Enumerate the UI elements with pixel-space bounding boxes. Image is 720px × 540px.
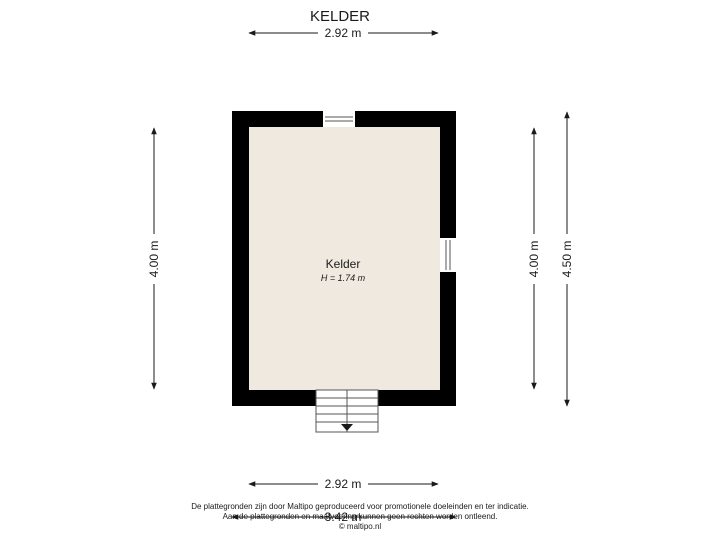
room-floor: [249, 127, 440, 390]
stair-direction-arrow-icon: [341, 424, 353, 431]
room-name: Kelder: [326, 257, 361, 271]
disclaimer-line-1: De plattegronden zijn door Maltipo gepro…: [191, 502, 529, 511]
disclaimer-line-2: Aan de plattegronden en maatvoering kunn…: [222, 512, 498, 521]
floor-title: KELDER: [310, 8, 370, 25]
room-height: H = 1.74 m: [321, 273, 366, 283]
window-top: [323, 111, 355, 127]
dimension-label-right-outer: 4.50 m: [560, 241, 574, 278]
dimension-label-top: 2.92 m: [325, 26, 362, 40]
dimension-label-overall: 3.42 m: [325, 510, 362, 524]
dimension-label-right-inner: 4.00 m: [527, 241, 541, 278]
window-right: [440, 238, 456, 272]
dimension-label-bottom: 2.92 m: [325, 477, 362, 491]
copyright: © maltipo.nl: [338, 522, 382, 531]
dimension-label-left: 4.00 m: [147, 241, 161, 278]
